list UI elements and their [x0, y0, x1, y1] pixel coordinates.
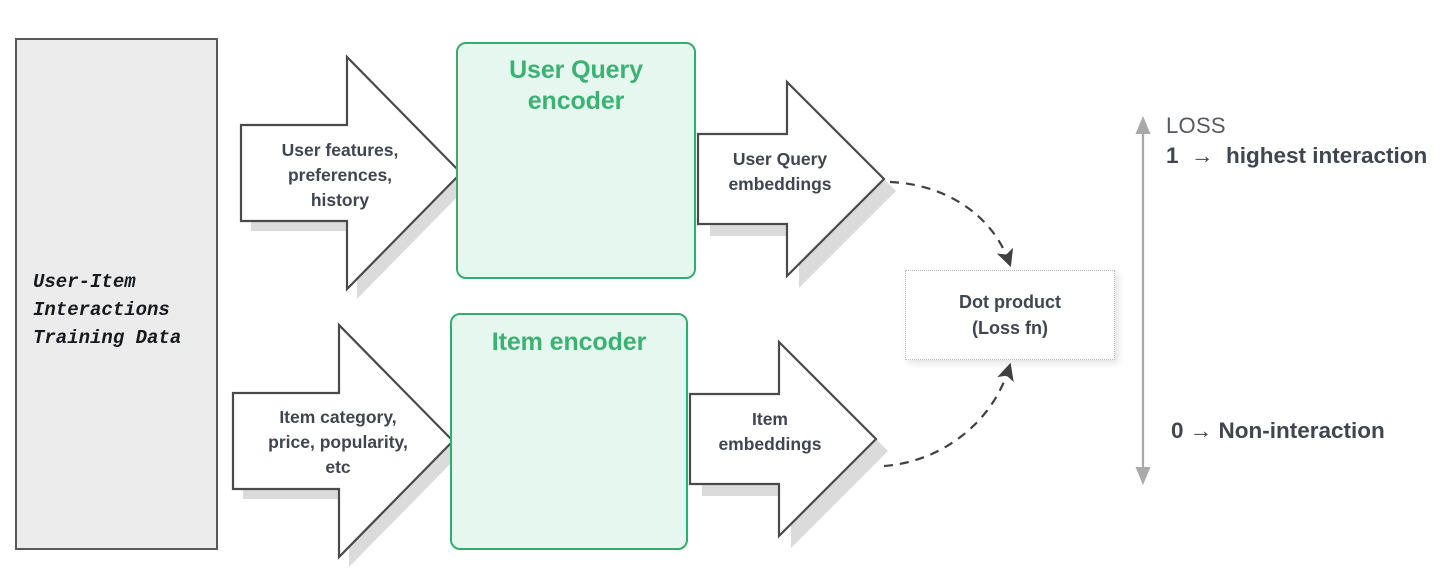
item-encoder-box: Item encoder — [450, 313, 688, 550]
arrow-label-user-features: User features,preferences,history — [281, 140, 399, 210]
item-encoder-title: Item encoder — [491, 328, 647, 356]
arrow-label-item-features: Item category,price, popularity,etc — [268, 407, 408, 477]
dot-product-label: Dot product(Loss fn) — [959, 292, 1061, 338]
loss-scale-low-label: 0 → Non-interaction — [1171, 418, 1385, 443]
loss-scale-arrow — [1135, 116, 1151, 485]
dashed-connector-item — [883, 362, 1014, 468]
loss-scale-title: LOSS — [1166, 113, 1226, 138]
dot-product-box: Dot product(Loss fn) — [905, 270, 1115, 360]
dashed-connector-user — [889, 180, 1014, 268]
loss-scale-high-label: 1 → highest interaction — [1166, 143, 1428, 168]
